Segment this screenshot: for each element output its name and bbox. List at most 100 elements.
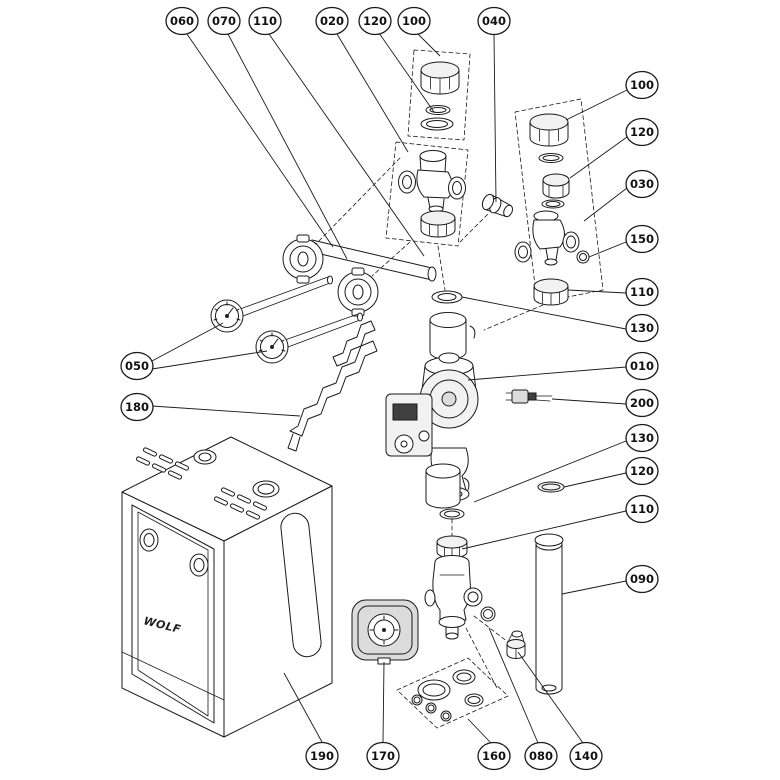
callout-180: 180	[120, 392, 301, 422]
callout-balloon	[315, 6, 349, 36]
leader-line	[336, 33, 409, 153]
leader-line	[473, 440, 627, 503]
callout-balloon	[248, 6, 282, 36]
callout-label: 120	[630, 125, 654, 139]
leader-line	[186, 33, 334, 248]
callout-balloon	[625, 564, 659, 594]
actuator-drawing	[351, 599, 419, 665]
insulation-shell-upper	[429, 290, 476, 360]
callout-balloon	[305, 741, 339, 771]
callout-110: 110	[248, 6, 425, 257]
leader-line	[151, 350, 268, 370]
callout-balloon	[625, 494, 659, 524]
leader-line	[461, 510, 627, 550]
boiler-cabinet-drawing: WOLF	[121, 436, 333, 738]
connector-plug-drawing	[505, 389, 553, 404]
callout-balloon	[120, 351, 154, 381]
flanged-pipe-drawing	[282, 234, 437, 317]
pipe-stub-drawing	[481, 193, 513, 218]
valve-body-drawing	[424, 535, 496, 640]
leader-line	[567, 289, 627, 294]
leader-line	[378, 32, 435, 113]
leader-line	[151, 405, 301, 417]
leader-line	[583, 187, 628, 222]
callout-balloon	[358, 6, 392, 36]
callout-balloon	[625, 277, 659, 307]
callout-balloon	[397, 6, 431, 36]
callout-120: 120	[563, 456, 659, 488]
callout-label: 190	[310, 749, 334, 763]
leader-line	[416, 32, 441, 57]
callout-110: 110	[567, 277, 659, 307]
callout-130: 130	[461, 296, 659, 343]
callout-balloon	[366, 741, 400, 771]
callout-100: 100	[565, 70, 659, 121]
pipe-drawing	[534, 533, 564, 695]
callout-label: 130	[630, 431, 654, 445]
leader-line	[382, 661, 385, 743]
callout-label: 150	[630, 232, 654, 246]
callout-balloon	[477, 741, 511, 771]
leader-line	[151, 322, 224, 362]
callout-label: 130	[630, 321, 654, 335]
callout-080: 080	[488, 627, 558, 771]
leader-line	[563, 472, 627, 488]
callout-010: 010	[467, 351, 659, 381]
callout-120: 120	[358, 6, 435, 113]
callout-balloon	[524, 741, 558, 771]
callout-balloon	[625, 224, 659, 254]
callout-020: 020	[315, 6, 409, 153]
construction-lines	[315, 157, 544, 691]
callout-label: 110	[630, 285, 654, 299]
leader-line	[493, 34, 497, 203]
callout-label: 080	[529, 749, 553, 763]
callout-040: 040	[477, 6, 511, 203]
callout-070: 070	[207, 6, 348, 260]
callout-label: 100	[630, 78, 654, 92]
leader-line	[461, 296, 627, 330]
callout-label: 030	[630, 177, 654, 191]
callout-balloon	[120, 392, 154, 422]
callout-label: 090	[630, 572, 654, 586]
top-fitting-group-drawing	[385, 49, 471, 247]
mounting-bracket-drawing	[287, 320, 378, 452]
vent-slots	[135, 447, 268, 520]
leader-line	[467, 366, 627, 381]
callout-balloon	[625, 169, 659, 199]
callout-balloon	[165, 6, 199, 36]
callout-060: 060	[165, 6, 334, 248]
callout-label: 060	[170, 14, 194, 28]
leader-line	[569, 136, 628, 179]
callout-170: 170	[366, 661, 400, 771]
union-nut-small-drawing	[506, 630, 526, 659]
callout-190: 190	[283, 672, 339, 771]
gasket-set-drawing	[396, 657, 509, 729]
callout-label: 110	[630, 502, 654, 516]
callout-label: 050	[125, 359, 149, 373]
leader-line	[268, 33, 425, 257]
callout-label: 120	[630, 464, 654, 478]
callout-label: 040	[482, 14, 506, 28]
leader-line	[565, 89, 628, 121]
gasket-ring-drawing	[537, 481, 565, 493]
callout-130: 130	[473, 423, 659, 503]
leader-line	[588, 241, 627, 258]
callout-balloon	[625, 388, 659, 418]
callout-110: 110	[461, 494, 659, 550]
callout-090: 090	[561, 564, 659, 595]
callout-balloon	[569, 741, 603, 771]
leader-line	[551, 398, 627, 405]
callout-160: 160	[467, 718, 511, 771]
insulation-shell-lower	[425, 463, 470, 520]
leader-line	[517, 651, 584, 744]
callout-balloon	[625, 456, 659, 486]
callout-140: 140	[517, 651, 603, 771]
leader-line	[283, 672, 323, 743]
callout-050: 050	[120, 322, 268, 381]
callout-balloon	[625, 117, 659, 147]
leader-line	[467, 718, 492, 744]
callout-balloon	[477, 6, 511, 36]
thermometer-gauges-drawing	[210, 275, 363, 364]
